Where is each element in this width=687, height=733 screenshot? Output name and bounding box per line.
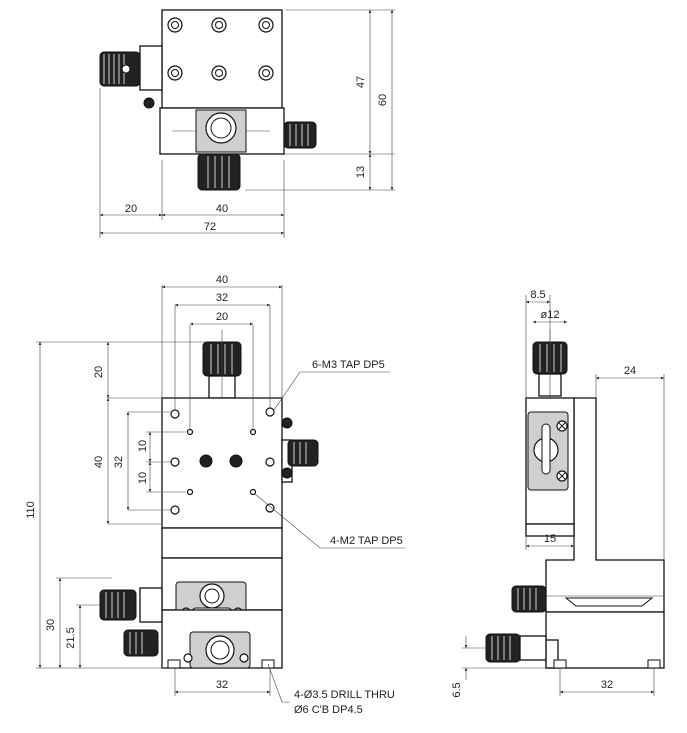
front-right-knob bbox=[287, 439, 319, 467]
side-view: 8.5 ø12 24 15 6.5 32 bbox=[451, 289, 665, 698]
top-view: 47 60 13 20 40 72 bbox=[99, 9, 395, 238]
top-dim-13: 13 bbox=[355, 166, 367, 178]
top-dim-40: 40 bbox=[216, 203, 228, 215]
side-dim-24: 24 bbox=[624, 365, 636, 377]
front-main-plate bbox=[161, 397, 283, 529]
top-dim-60: 60 bbox=[377, 94, 389, 106]
note-counterbore: Ø6 C'B DP4.5 bbox=[294, 704, 363, 716]
front-left-knob-lower bbox=[123, 629, 159, 657]
front-m3-holes bbox=[170, 407, 275, 515]
front-dim-21-5: 21.5 bbox=[65, 627, 77, 648]
top-dim-72: 72 bbox=[204, 221, 216, 233]
front-dim-30: 30 bbox=[45, 619, 57, 631]
front-dim-40-vertical: 40 bbox=[93, 456, 105, 468]
top-view-left-knob bbox=[99, 51, 141, 87]
front-dim-110: 110 bbox=[25, 501, 37, 519]
note-m2-tap: 4-M2 TAP DP5 bbox=[330, 535, 403, 547]
front-dim-32-bottom: 32 bbox=[216, 679, 228, 691]
side-knob-upper bbox=[511, 585, 547, 613]
front-m2-holes bbox=[186, 428, 257, 496]
front-dim-32: 32 bbox=[216, 292, 228, 304]
top-dim-20: 20 bbox=[125, 203, 137, 215]
front-dim-32-vertical: 32 bbox=[113, 456, 125, 468]
front-mid-block bbox=[161, 527, 283, 559]
front-view: 40 32 20 110 20 40 32 10 10 30 21.5 32 bbox=[25, 274, 405, 716]
front-dim-10-lower: 10 bbox=[137, 472, 149, 484]
top-view-bottom-knob bbox=[197, 153, 241, 191]
front-dim-10-upper: 10 bbox=[137, 440, 149, 452]
side-dim-diameter-12: ø12 bbox=[541, 309, 560, 321]
top-view-holes bbox=[167, 17, 274, 81]
top-view-right-knob bbox=[283, 121, 317, 149]
note-m3-tap: 6-M3 TAP DP5 bbox=[312, 359, 385, 371]
front-dim-20: 20 bbox=[216, 311, 228, 323]
side-knob-lower bbox=[485, 633, 521, 663]
side-base-stage bbox=[545, 611, 665, 669]
top-dim-47: 47 bbox=[355, 76, 367, 88]
top-view-knob-mount bbox=[139, 45, 163, 91]
front-dim-40: 40 bbox=[216, 274, 228, 286]
side-dim-15: 15 bbox=[544, 533, 556, 545]
side-dim-8-5: 8.5 bbox=[530, 289, 545, 301]
side-dim-32: 32 bbox=[601, 679, 613, 691]
front-dim-20-vertical: 20 bbox=[93, 366, 105, 378]
side-dim-6-5: 6.5 bbox=[451, 682, 463, 697]
note-drill-thru: 4-Ø3.5 DRILL THRU bbox=[294, 689, 395, 701]
